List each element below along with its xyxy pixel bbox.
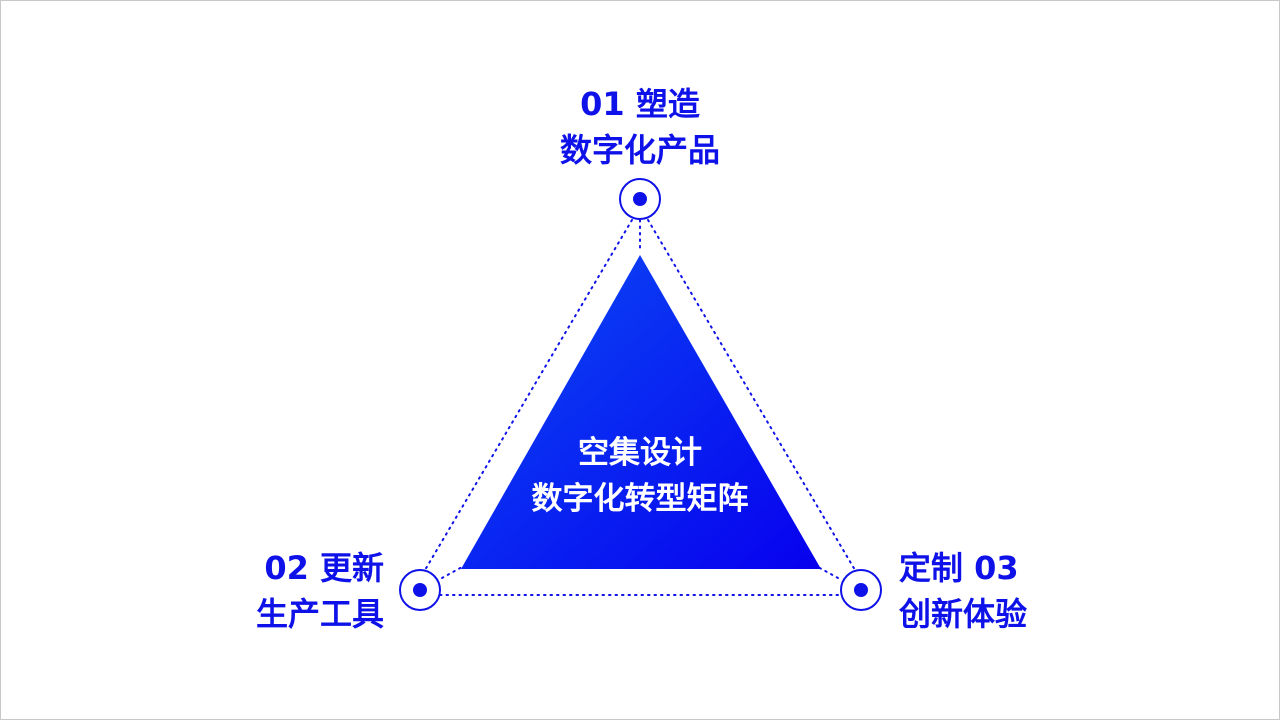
dotted-edge-right-inner xyxy=(817,566,839,579)
node-03-subtitle: 创新体验 xyxy=(899,595,1028,633)
dotted-edge-right-outer xyxy=(647,219,856,571)
dotted-edge-left-inner xyxy=(441,566,463,579)
node-label-01: 01 塑造 数字化产品 xyxy=(440,81,840,173)
center-title-line1: 空集设计 xyxy=(578,435,702,471)
target-dot-icon xyxy=(619,178,661,220)
node-01-title: 01 塑造 xyxy=(580,85,700,123)
center-triangle xyxy=(461,255,821,569)
node-label-03: 定制 03 创新体验 xyxy=(899,545,1199,637)
dotted-edge-left-outer xyxy=(424,219,633,571)
target-dot-icon xyxy=(399,569,441,611)
node-01-subtitle: 数字化产品 xyxy=(559,131,720,169)
node-label-02: 02 更新 生产工具 xyxy=(84,545,384,637)
node-03-title: 定制 03 xyxy=(899,549,1019,587)
center-title-line2: 数字化转型矩阵 xyxy=(531,481,749,517)
dotted-outline xyxy=(424,219,856,596)
target-dot-icon xyxy=(840,569,882,611)
node-02-title: 02 更新 xyxy=(264,549,384,587)
node-02-subtitle: 生产工具 xyxy=(255,595,384,633)
center-title: 空集设计 数字化转型矩阵 xyxy=(440,430,840,522)
